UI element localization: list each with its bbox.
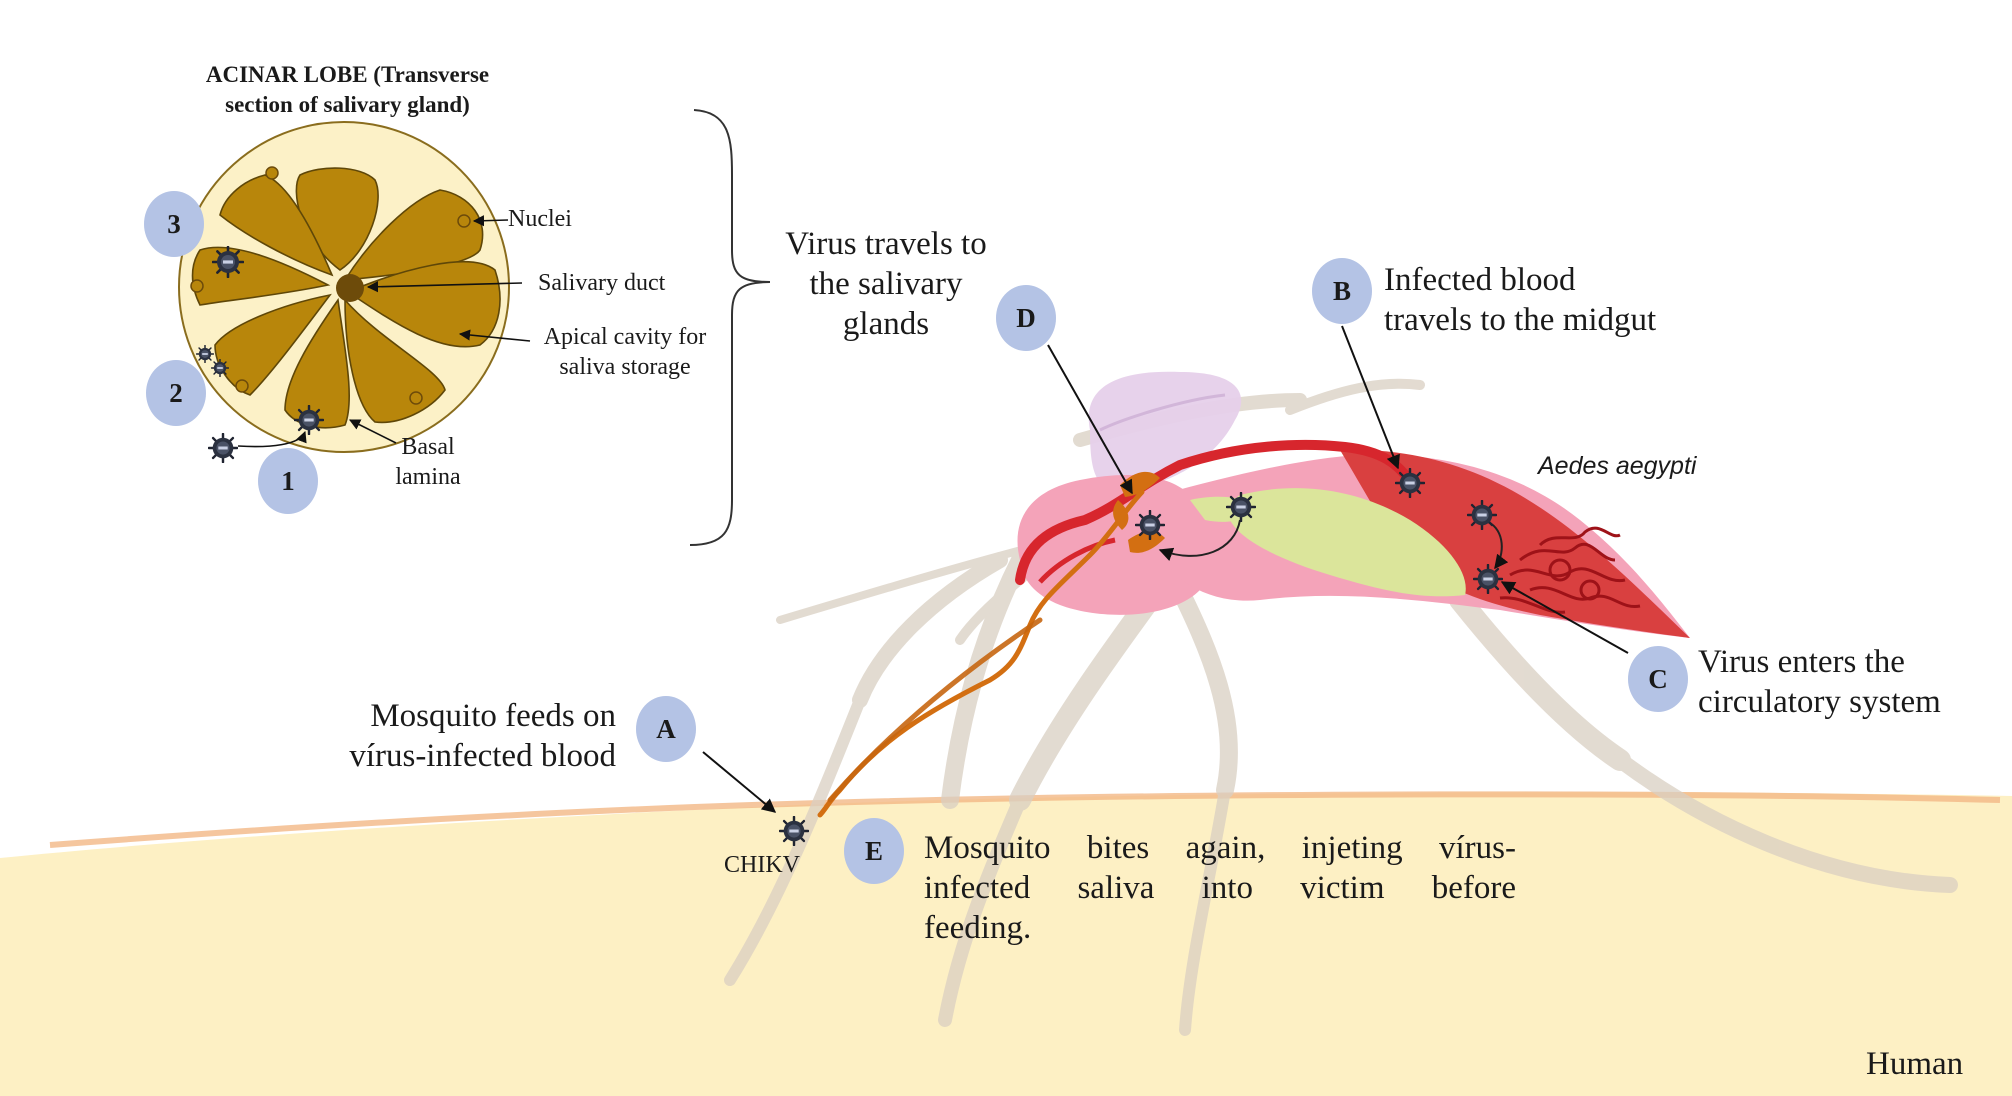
caption-bites-word: infected — [924, 870, 1031, 906]
caption-bites-word: Mosquito — [924, 830, 1051, 866]
virus-label: CHIKV — [724, 852, 800, 878]
label-salivary-duct: Salivary duct — [538, 270, 666, 296]
acinar-lobe — [178, 121, 510, 453]
caption-feeds-line-2: vírus-infected blood — [349, 738, 616, 774]
species-label: Aedes aegypti — [1538, 452, 1697, 480]
step-badge-D: D — [996, 285, 1056, 351]
step-badge-1: 1 — [258, 448, 318, 514]
caption-bites-line-1: Mosquito bites again, injeting vírus- — [924, 828, 1516, 868]
caption-bites-word: injeting — [1301, 830, 1403, 866]
label-basal-lamina: Basal lamina — [388, 432, 468, 492]
acinar-title: ACINAR LOBE (Transverse section of saliv… — [180, 60, 515, 120]
label-basal-lamina-line-1: Basal — [401, 434, 455, 460]
caption-bites-word: before — [1431, 870, 1516, 906]
caption-midgut: Infected blood travels to the midgut — [1384, 260, 1656, 340]
caption-bites-word: victim — [1300, 870, 1385, 906]
step-badge-E: E — [844, 818, 904, 884]
label-basal-lamina-line-2: lamina — [395, 464, 461, 490]
caption-bites-word: bites — [1086, 830, 1150, 866]
caption-circulatory-line-1: Virus enters the — [1698, 644, 1905, 680]
step-pointers — [702, 325, 1629, 813]
mosquito-wing — [1088, 371, 1242, 490]
caption-bites-line-2: infected saliva into victim before — [924, 868, 1516, 908]
caption-feeds-line-1: Mosquito feeds on — [370, 698, 616, 734]
caption-circulatory-line-2: circulatory system — [1698, 684, 1941, 720]
caption-bites-word: into — [1201, 870, 1253, 906]
step-badge-2: 2 — [146, 360, 206, 426]
caption-salivary-travel-line-3: glands — [842, 306, 930, 342]
step-badge-3: 3 — [144, 191, 204, 257]
label-apical-cavity: Apical cavity for saliva storage — [532, 322, 718, 382]
caption-midgut-line-2: travels to the midgut — [1384, 302, 1657, 338]
caption-salivary-travel-line-2: the salivary — [809, 266, 963, 302]
acinar-title-line-1: ACINAR LOBE (Transverse — [205, 62, 490, 87]
human-skin — [0, 791, 2012, 1096]
caption-midgut-line-1: Infected blood — [1384, 262, 1576, 298]
caption-bites-line-3: feeding. — [924, 910, 1032, 946]
caption-salivary-travel: Virus travels to the salivary glands — [770, 224, 1002, 344]
caption-bites-word: saliva — [1077, 870, 1155, 906]
caption-bites-word: vírus- — [1438, 830, 1516, 866]
label-apical-cavity-line-1: Apical cavity for — [543, 324, 707, 350]
caption-bites: Mosquito bites again, injeting vírus- infect… — [924, 828, 1516, 948]
step-badge-A: A — [636, 696, 696, 762]
step-badge-C: C — [1628, 646, 1688, 712]
brace — [689, 109, 771, 546]
label-nuclei: Nuclei — [508, 206, 572, 232]
mosquito-body — [817, 439, 1690, 818]
step-badge-B: B — [1312, 258, 1372, 324]
host-label: Human — [1866, 1046, 1964, 1082]
gland-pointers — [237, 215, 531, 448]
caption-salivary-travel-line-1: Virus travels to — [785, 226, 987, 262]
acinar-title-line-2: section of salivary gland) — [225, 92, 470, 117]
caption-feeds: Mosquito feeds on vírus-infected blood — [300, 696, 616, 776]
caption-bites-word: again, — [1185, 830, 1266, 866]
label-apical-cavity-line-2: saliva storage — [559, 354, 691, 380]
caption-circulatory: Virus enters the circulatory system — [1698, 642, 1941, 722]
